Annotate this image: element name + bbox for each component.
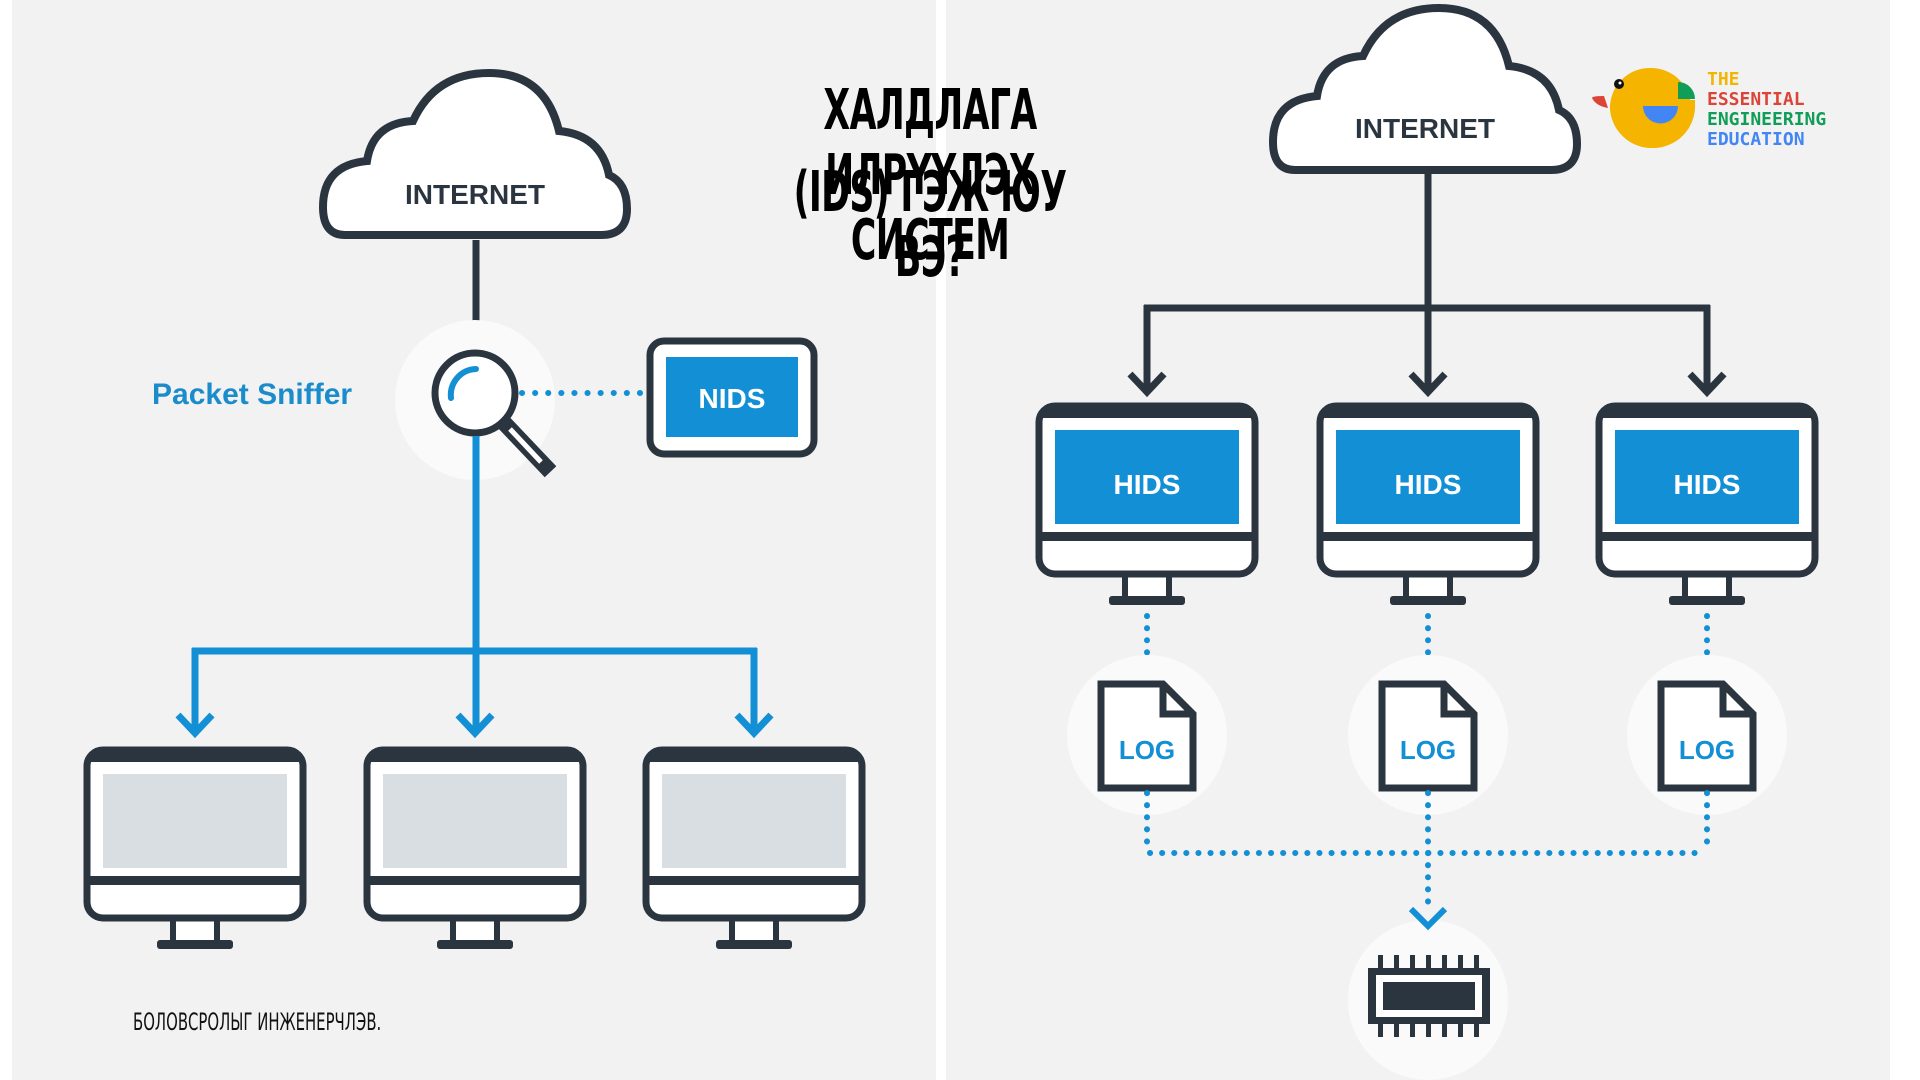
hids-monitor-icon	[1035, 402, 1259, 605]
monitor-screen	[1615, 430, 1799, 524]
arrow-head-icon	[455, 712, 495, 739]
arrow-head-icon	[175, 712, 215, 739]
log-label: LOG	[1679, 735, 1735, 765]
right-hosts: HIDS LOG HIDS LOG HIDS LOG	[1035, 402, 1819, 856]
brand-logo-text: THE ESSENTIAL ENGINEERING EDUCATION	[1707, 70, 1826, 150]
log-file-icon: LOG	[1378, 680, 1478, 792]
monitor-screen	[383, 774, 567, 868]
nids-label: NIDS	[699, 383, 766, 414]
collector-arrow-icon	[1408, 906, 1448, 931]
hids-label: HIDS	[1674, 469, 1741, 500]
arrow-head-icon	[1408, 371, 1448, 398]
hids-monitor-icon	[1316, 402, 1540, 605]
left-computers	[83, 746, 866, 949]
right-arrows	[1127, 305, 1727, 398]
arrow-head-icon	[1127, 371, 1167, 398]
log-label: LOG	[1119, 735, 1175, 765]
brand-line-4: EDUCATION	[1707, 129, 1805, 150]
arrow-head-icon	[734, 712, 774, 739]
monitor-screen	[1055, 430, 1239, 524]
left-internet-cloud: INTERNET	[323, 73, 627, 235]
footer-caption: БОЛОВСРОЛЫГ ИНЖЕНЕРЧЛЭВ.	[133, 1008, 382, 1036]
log-file-icon: LOG	[1097, 680, 1197, 792]
right-internet-cloud: INTERNET	[1273, 8, 1577, 170]
hids-host: HIDS LOG	[1595, 402, 1819, 856]
brand-line-3: ENGINEERING	[1707, 109, 1827, 130]
brand-line-2: ESSENTIAL	[1707, 89, 1805, 110]
brand-line-1: THE	[1707, 69, 1740, 90]
computer-icon	[83, 746, 307, 949]
hids-host: HIDS LOG	[1316, 402, 1540, 856]
arrow-head-icon	[1687, 371, 1727, 398]
page-title-line-2: (IDS) ГЭЖ ЮУ ВЭ?	[793, 160, 1067, 290]
computer-icon	[642, 746, 866, 949]
left-arrows	[175, 648, 774, 739]
monitor-screen	[662, 774, 846, 868]
log-label: LOG	[1400, 735, 1456, 765]
nids-box: NIDS	[646, 337, 818, 458]
monitor-screen	[103, 774, 287, 868]
hids-label: HIDS	[1395, 469, 1462, 500]
magnifier-icon	[431, 349, 557, 478]
monitor-screen	[1336, 430, 1520, 524]
chip-icon	[1368, 955, 1490, 1037]
hids-label: HIDS	[1114, 469, 1181, 500]
computer-icon	[363, 746, 587, 949]
right-cloud-label: INTERNET	[1355, 113, 1495, 144]
left-cloud-label: INTERNET	[405, 179, 545, 210]
page-title-line-1: ХАЛДЛАГА ИЛРҮҮЛЭХ СИСТЕМ	[823, 78, 1037, 273]
packet-sniffer-label: Packet Sniffer	[152, 378, 352, 411]
hids-host: HIDS LOG	[1035, 402, 1259, 856]
hids-monitor-icon	[1595, 402, 1819, 605]
log-file-icon: LOG	[1657, 680, 1757, 792]
